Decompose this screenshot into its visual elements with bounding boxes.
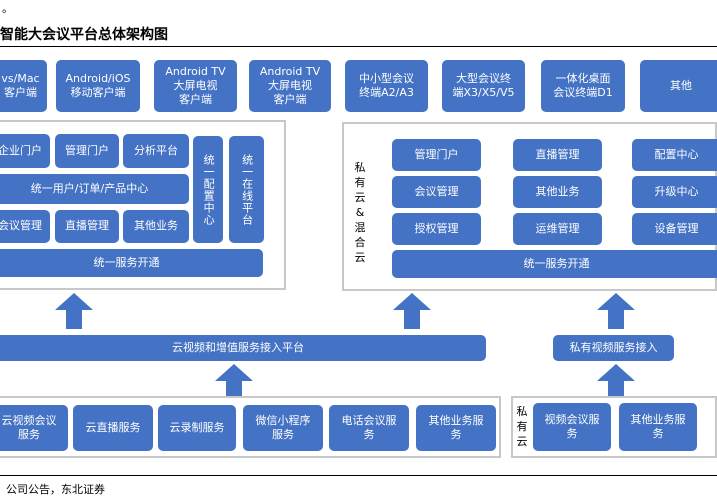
up-arrow-icon — [597, 293, 635, 329]
unified-user-center: 统一用户/订单/产品中心 — [0, 174, 189, 204]
private-video-access: 私有视频服务接入 — [553, 335, 674, 361]
unified-config-label: 统一配置中心 — [202, 153, 216, 226]
other-business-service: 其他业务服 务 — [416, 405, 496, 451]
private-device-management: 设备管理 — [632, 213, 717, 245]
top-mark: 。 — [2, 2, 13, 15]
private-hybrid-label: 私 有 云 & 混 合 云 — [354, 161, 366, 264]
private-other-business: 其他业务 — [513, 176, 602, 208]
up-arrow-icon — [55, 293, 93, 329]
cloud-live-service: 云直播服务 — [73, 405, 153, 451]
source-note: 公司公告，东北证券 — [6, 483, 105, 496]
cloud-video-meeting-service: 云视频会议 服务 — [0, 405, 68, 451]
live-management: 直播管理 — [55, 210, 119, 243]
client-desktop: vs/Mac 客户端 — [0, 60, 47, 112]
portal-enterprise: 企业门户 — [0, 134, 50, 168]
portal-admin: 管理门户 — [55, 134, 119, 168]
page-title: 智能大会议平台总体架构图 — [0, 27, 168, 43]
private-live-management: 直播管理 — [513, 139, 602, 171]
client-other: 其他 — [640, 60, 717, 112]
private-license-management: 授权管理 — [392, 213, 481, 245]
title-rule — [0, 46, 717, 47]
cloud-recording-service: 云录制服务 — [158, 405, 236, 451]
cloud-access-platform: 云视频和增值服务接入平台 — [0, 335, 486, 361]
private-other-business-service: 其他业务服 务 — [619, 403, 697, 451]
private-upgrade-center: 升级中心 — [632, 176, 717, 208]
unified-online-label: 统一在线平台 — [240, 153, 254, 226]
private-video-meeting-service: 视频会议服 务 — [533, 403, 611, 451]
client-tv-2: Android TV 大屏电视 客户端 — [249, 60, 331, 112]
private-meeting-management: 会议管理 — [392, 176, 481, 208]
private-ops-management: 运维管理 — [513, 213, 602, 245]
private-config-center: 配置中心 — [632, 139, 717, 171]
public-unified-service: 统一服务开通 — [0, 249, 263, 277]
client-large-terminal: 大型会议终 端X3/X5/V5 — [442, 60, 525, 112]
unified-online-platform: 统一在线平台 — [229, 136, 264, 243]
up-arrow-icon — [393, 293, 431, 329]
phone-conference-service: 电话会议服 务 — [329, 405, 409, 451]
unified-config-center: 统一配置中心 — [193, 136, 223, 243]
analysis-platform: 分析平台 — [123, 134, 189, 168]
private-admin-portal: 管理门户 — [392, 139, 481, 171]
client-mobile: Android/iOS 移动客户端 — [56, 60, 140, 112]
wechat-miniprogram-service: 微信小程序 服务 — [243, 405, 323, 451]
footer-rule — [0, 475, 717, 476]
meeting-management: 会议管理 — [0, 210, 50, 243]
client-tv-1: Android TV 大屏电视 客户端 — [154, 60, 237, 112]
up-arrow-icon — [215, 364, 253, 400]
client-small-terminal: 中小型会议 终端A2/A3 — [345, 60, 428, 112]
up-arrow-icon — [597, 364, 635, 400]
client-desktop-terminal: 一体化桌面 会议终端D1 — [541, 60, 625, 112]
private-unified-service: 统一服务开通 — [392, 250, 717, 278]
other-business: 其他业务 — [123, 210, 189, 243]
private-cloud-label: 私 有 云 — [516, 405, 528, 448]
